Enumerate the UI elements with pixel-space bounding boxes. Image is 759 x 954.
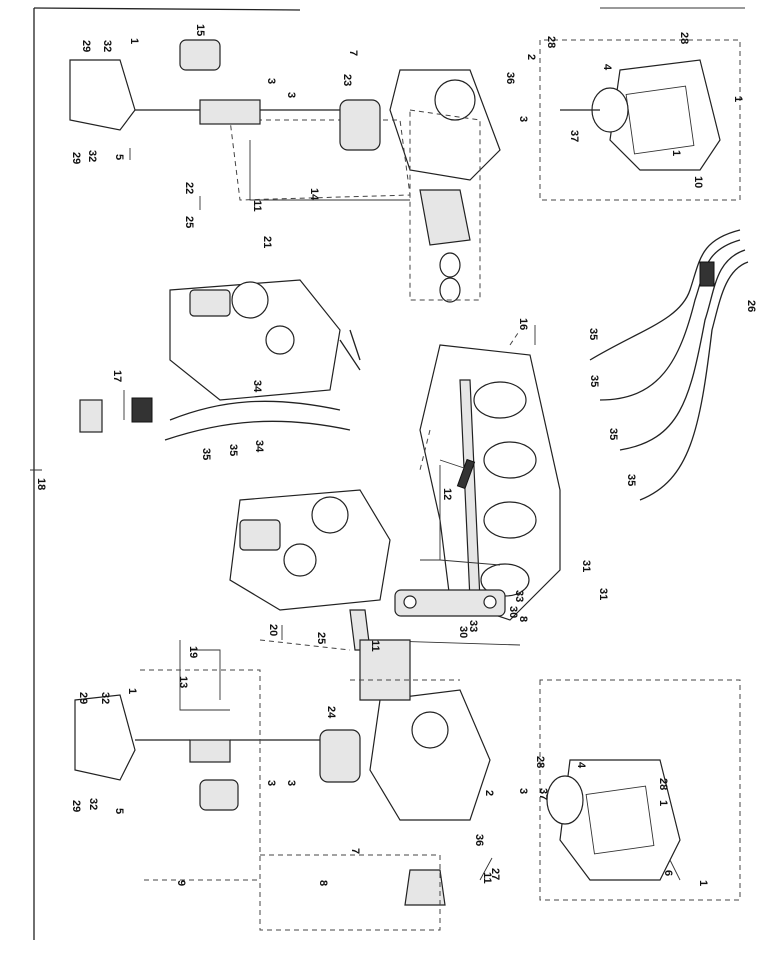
label-32a: 32 — [101, 40, 113, 52]
label-24: 24 — [325, 706, 337, 719]
label-28c: 28 — [534, 756, 546, 768]
label-12: 12 — [441, 488, 453, 500]
group-bracket-19 — [190, 649, 221, 700]
label-20: 20 — [267, 624, 279, 636]
float-chamber-bottom — [539, 679, 741, 901]
label-31b: 31 — [597, 588, 609, 600]
label-2b: 2 — [483, 790, 495, 796]
label-1b: 1 — [670, 150, 682, 156]
label-3e: 3 — [285, 780, 297, 786]
label-3f: 3 — [517, 788, 529, 794]
label-28a: 28 — [545, 36, 557, 48]
label-28d: 28 — [657, 778, 669, 790]
label-27: 27 — [489, 868, 501, 880]
label-35b: 35 — [227, 444, 239, 456]
label-4b: 4 — [575, 762, 587, 769]
dashpot-top-left — [69, 39, 381, 151]
label-2a: 2 — [525, 54, 537, 60]
label-33b: 33 — [513, 590, 525, 602]
label-30b: 30 — [507, 606, 519, 618]
label-4a: 4 — [601, 64, 613, 71]
label-29a: 29 — [80, 40, 92, 52]
label-29d: 29 — [70, 800, 82, 812]
group-bracket-9 — [140, 669, 261, 881]
label-19: 19 — [187, 646, 199, 658]
label-5a: 5 — [113, 154, 125, 160]
label-36a: 36 — [504, 72, 516, 84]
group-bracket-13 — [179, 640, 230, 711]
label-32d: 32 — [87, 798, 99, 810]
label-25a: 25 — [183, 216, 195, 228]
label-21: 21 — [261, 236, 273, 248]
label-3a: 3 — [265, 78, 277, 84]
label-5b: 5 — [113, 808, 125, 814]
label-33a: 33 — [467, 620, 479, 632]
label-10: 10 — [692, 176, 704, 188]
label-16: 16 — [517, 318, 529, 330]
label-35a: 35 — [200, 448, 212, 460]
label-26: 26 — [745, 300, 757, 312]
float-chamber-top — [539, 39, 741, 201]
label-37b: 37 — [537, 788, 549, 800]
label-1e: 1 — [657, 800, 669, 806]
label-34b: 34 — [251, 380, 263, 393]
label-23: 23 — [341, 74, 353, 86]
label-11c: 11 — [481, 872, 493, 884]
intake-manifold — [419, 329, 561, 621]
label-34a: 34 — [253, 440, 265, 453]
label-17: 17 — [111, 370, 123, 382]
label-35f: 35 — [625, 474, 637, 486]
label-18: 18 — [35, 478, 47, 490]
label-6: 6 — [662, 870, 674, 876]
label-9: 9 — [175, 880, 187, 886]
label-35c: 35 — [587, 328, 599, 340]
label-8b: 8 — [517, 616, 529, 622]
label-32b: 32 — [86, 150, 98, 162]
frame-ticks — [30, 7, 745, 471]
label-3c: 3 — [517, 116, 529, 122]
label-29b: 29 — [70, 152, 82, 164]
label-8a: 8 — [317, 880, 329, 886]
label-35e: 35 — [607, 428, 619, 440]
label-35d: 35 — [588, 375, 600, 387]
label-15: 15 — [194, 24, 206, 36]
carburetor-center — [229, 489, 391, 651]
label-7a: 7 — [347, 50, 359, 56]
label-29c: 29 — [77, 692, 89, 704]
label-22: 22 — [183, 182, 195, 194]
group-bracket-12 — [420, 465, 441, 561]
label-31a: 31 — [580, 560, 592, 572]
label-25b: 25 — [315, 632, 327, 644]
label-11b: 11 — [369, 640, 381, 652]
label-3d: 3 — [265, 780, 277, 786]
carburetor-middle — [79, 279, 361, 441]
fuel-lines — [589, 229, 749, 501]
label-30a: 30 — [457, 626, 469, 638]
label-13: 13 — [177, 676, 189, 688]
label-7b: 7 — [349, 848, 361, 854]
label-3b: 3 — [285, 92, 297, 98]
leader-lines — [123, 148, 681, 881]
label-14: 14 — [308, 188, 320, 201]
label-11a: 11 — [251, 200, 263, 212]
carburetor-bottom — [259, 639, 491, 931]
callout-labels: 18 26 16 12 17 34 34 35 35 35 35 35 35 2… — [35, 24, 757, 886]
label-32c: 32 — [99, 692, 111, 704]
label-36b: 36 — [473, 834, 485, 846]
label-1a: 1 — [128, 38, 140, 44]
label-1f: 1 — [697, 880, 709, 886]
group-bracket-14 — [249, 140, 410, 201]
frame-top — [33, 7, 301, 11]
label-37a: 37 — [568, 130, 580, 142]
label-28b: 28 — [678, 32, 690, 44]
dashpot-bottom-left — [74, 694, 361, 811]
label-1c: 1 — [732, 96, 744, 102]
carburetor-top-right — [229, 69, 501, 303]
throttle-linkage — [359, 379, 521, 646]
label-1d: 1 — [126, 688, 138, 694]
